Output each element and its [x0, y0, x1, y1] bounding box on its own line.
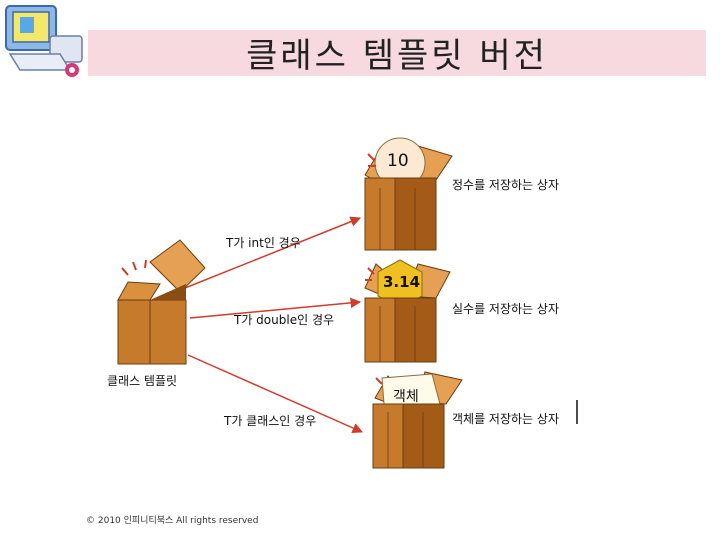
template-box-label: 클래스 템플릿	[107, 372, 177, 389]
template-box	[118, 240, 205, 364]
arrow-class-label: T가 클래스인 경우	[224, 412, 316, 429]
arrow-int	[180, 218, 360, 290]
int-value-label: 10	[387, 151, 409, 171]
arrow-int-label: T가 int인 경우	[226, 234, 301, 251]
double-value-label: 3.14	[383, 273, 420, 291]
box-int-label: 정수를 저장하는 상자	[452, 176, 559, 193]
box-object-label: 객체를 저장하는 상자	[452, 410, 559, 427]
box-double-label: 실수를 저장하는 상자	[452, 300, 559, 317]
object-value-label: 객체	[393, 386, 419, 406]
arrow-double-label: T가 double인 경우	[234, 311, 334, 328]
footer-copyright: © 2010 인피니티북스 All rights reserved	[86, 513, 258, 526]
